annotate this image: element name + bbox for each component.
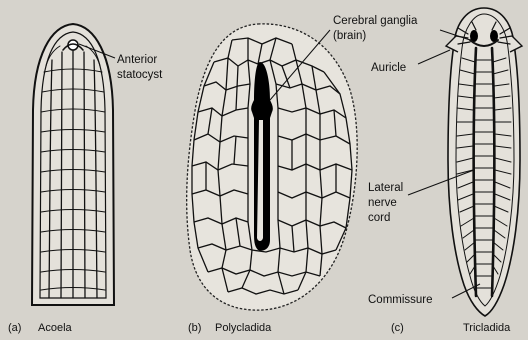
caption-b-name: Polycladida — [215, 322, 272, 334]
cord-label: cord — [368, 212, 390, 224]
lateral-label: Lateral — [368, 182, 403, 194]
commissure-label: Commissure — [368, 294, 433, 306]
caption-c-letter: (c) — [391, 322, 404, 334]
tricladida-diagram: Auricle Lateral nerve cord Commissure (c… — [368, 8, 522, 334]
acoela-diagram: Anterior statocyst (a) Acoela — [8, 24, 163, 334]
statocyst-label: statocyst — [117, 69, 163, 81]
caption-c-name: Tricladida — [463, 322, 511, 334]
auricle-label: Auricle — [371, 62, 406, 74]
brain-label: (brain) — [333, 30, 366, 42]
caption-a-letter: (a) — [8, 322, 21, 334]
caption-b-letter: (b) — [188, 322, 201, 334]
caption-a-name: Acoela — [38, 322, 73, 334]
cerebral-ganglia-label: Cerebral ganglia — [333, 15, 418, 27]
nerve-label: nerve — [368, 197, 397, 209]
anterior-label: Anterior — [117, 54, 157, 66]
